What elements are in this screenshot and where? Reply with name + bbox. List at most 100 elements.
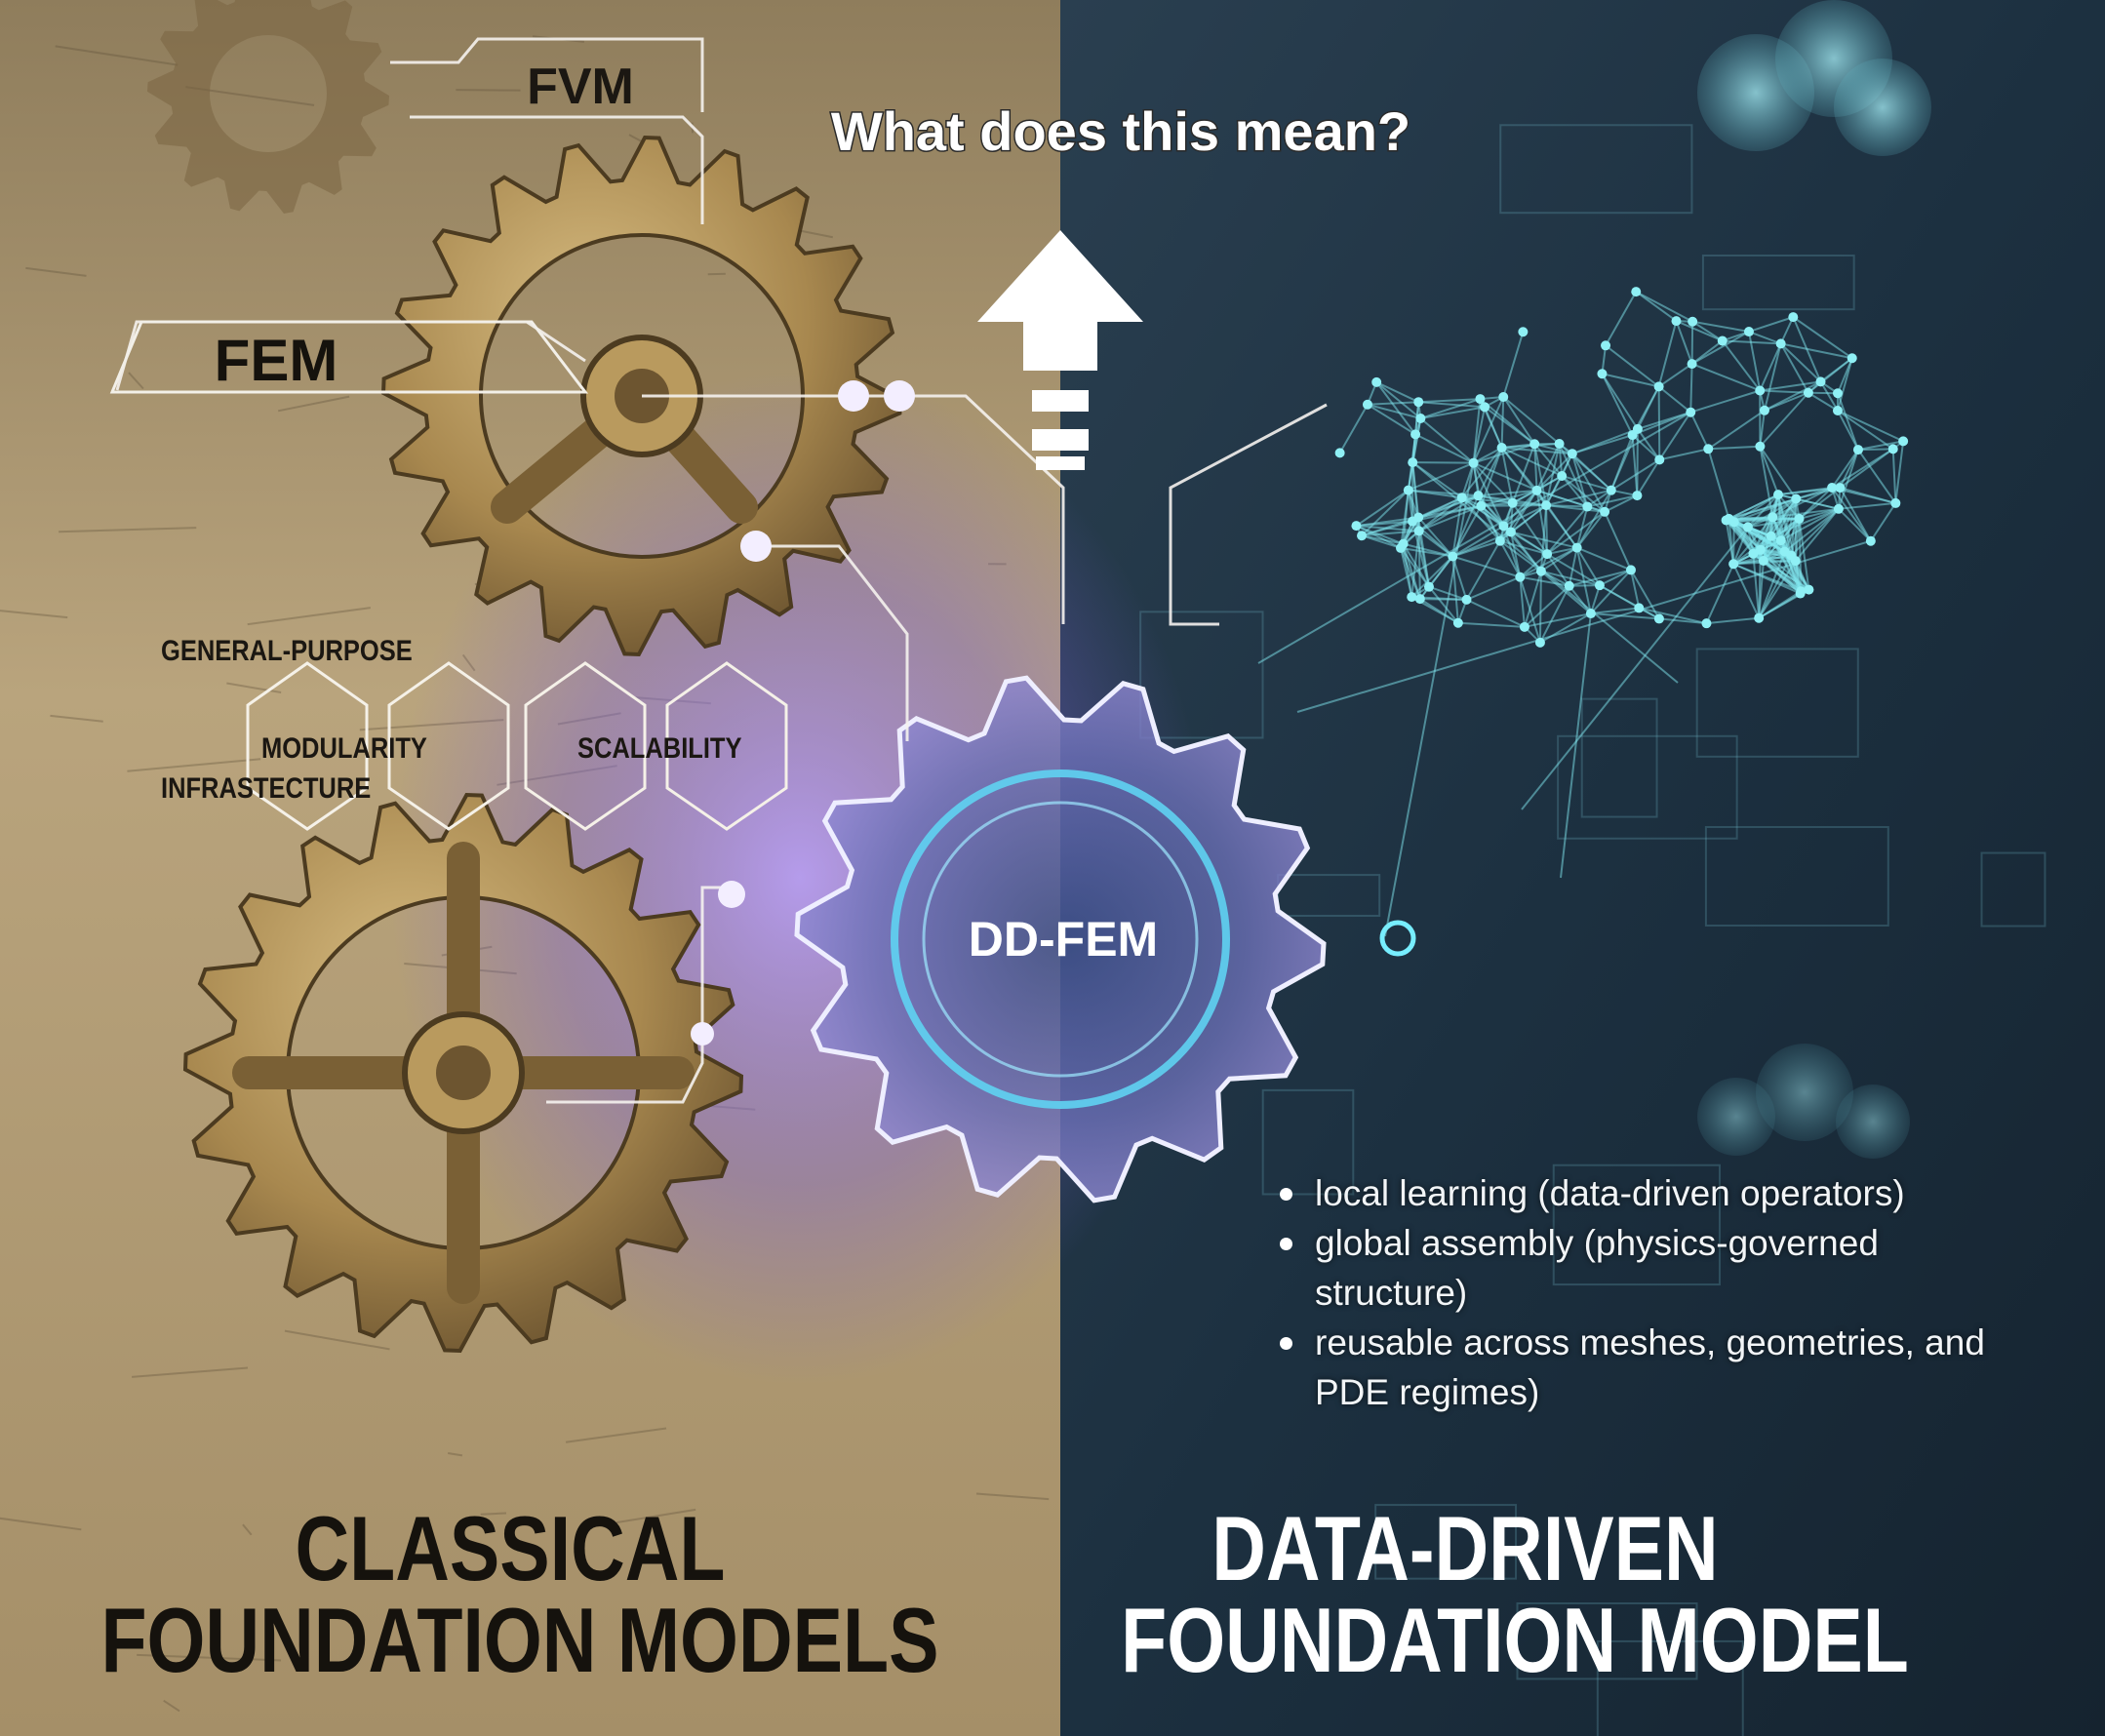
network-edge — [1657, 320, 1678, 387]
network-edge — [1691, 363, 1761, 392]
network-edge — [1599, 584, 1640, 610]
network-edge — [1831, 487, 1872, 542]
network-edge — [1691, 320, 1750, 334]
network-edge — [1503, 504, 1547, 528]
network-edge — [1355, 525, 1402, 549]
network-edge — [1375, 381, 1422, 419]
network-edge — [1367, 403, 1421, 419]
network-node — [1414, 594, 1425, 605]
network-node — [1865, 535, 1876, 546]
network-node — [1413, 526, 1424, 536]
network-edge — [1590, 569, 1632, 614]
network-edge — [1428, 555, 1454, 588]
network-node — [1625, 565, 1636, 575]
network-edge — [1763, 343, 1782, 412]
dashboard-panel — [1701, 255, 1855, 311]
network-node — [1408, 457, 1418, 468]
sketch-line — [163, 1699, 180, 1713]
data-driven-title-line1: DATA-DRIVEN — [1211, 1498, 1718, 1600]
network-edge — [1748, 316, 1794, 333]
network-node — [1541, 500, 1552, 511]
network-node — [1334, 448, 1345, 458]
network-edge — [1792, 316, 1853, 360]
network-node — [1410, 429, 1421, 440]
network-node — [1468, 457, 1479, 468]
network-node — [1743, 327, 1754, 337]
modularity-label: MODULARITY — [261, 731, 427, 764]
network-node — [1632, 491, 1643, 501]
sketch-line — [616, 1508, 696, 1524]
network-edge — [1457, 621, 1526, 628]
network-edge — [1602, 373, 1659, 388]
network-node — [1728, 559, 1739, 570]
fem-label: FEM — [215, 328, 338, 393]
network-node — [1898, 436, 1909, 447]
network-edge — [1520, 575, 1569, 587]
network-edge — [1410, 555, 1453, 598]
network-edge — [1721, 339, 1762, 392]
network-edge — [1418, 398, 1481, 404]
network-edge — [1338, 404, 1369, 454]
network-edge — [1501, 447, 1563, 477]
network-edge — [1691, 339, 1724, 365]
network-edge — [1473, 461, 1537, 492]
sketch-line — [0, 610, 68, 619]
sketch-line — [55, 45, 179, 66]
network-node — [1748, 548, 1759, 559]
network-edge — [1466, 598, 1526, 628]
network-edge — [1599, 569, 1632, 587]
network-edge — [1575, 547, 1592, 614]
fvm-label: FVM — [527, 59, 634, 115]
network-node — [1788, 312, 1799, 323]
network-edge — [1473, 443, 1535, 464]
dashboard-panel — [1277, 874, 1381, 918]
network-node — [1371, 376, 1382, 387]
network-node — [1796, 586, 1807, 597]
sketch-line — [137, 1653, 282, 1662]
network-node — [1448, 551, 1458, 562]
network-edge — [1838, 508, 1872, 542]
network-edge — [1400, 547, 1430, 588]
network-edge — [1400, 547, 1413, 598]
network-edge — [1658, 385, 1691, 414]
gear-axle — [436, 1046, 491, 1100]
network-edge — [1418, 530, 1453, 558]
network-node — [1518, 327, 1529, 337]
network-edge — [1367, 403, 1416, 436]
network-edge — [1636, 458, 1661, 496]
neural-brain-icon — [1257, 287, 1909, 937]
network-edge — [1819, 357, 1853, 383]
network-edge — [1635, 291, 1678, 322]
hexagon-frame — [665, 661, 788, 831]
network-edge — [1417, 496, 1463, 519]
hexagon-frame — [387, 661, 510, 831]
network-edge — [1536, 489, 1588, 508]
network-edge — [1831, 449, 1859, 489]
network-node — [1351, 521, 1362, 532]
network-node — [1686, 407, 1696, 417]
network-node — [1415, 414, 1426, 424]
network-edge — [1561, 475, 1589, 508]
network-node — [1542, 549, 1553, 560]
network-edge — [1837, 410, 1904, 443]
network-edge — [1417, 531, 1430, 587]
network-edge — [1480, 505, 1501, 542]
network-edge — [1675, 320, 1693, 365]
network-edge — [1501, 447, 1572, 455]
network-node — [1759, 405, 1769, 415]
network-edge — [1639, 607, 1707, 625]
network-node — [1413, 512, 1424, 523]
cloud-icon — [1697, 0, 1931, 156]
network-edge — [1708, 445, 1761, 451]
network-edge — [1831, 448, 1894, 489]
network-edge — [1524, 585, 1570, 628]
network-edge — [1521, 526, 1749, 810]
network-node — [1407, 592, 1417, 603]
network-node — [1564, 580, 1574, 591]
network-node — [1597, 369, 1608, 379]
network-edge — [1748, 331, 1782, 345]
hexagon-frame — [246, 661, 369, 831]
dashboard-panel — [1552, 1164, 1721, 1286]
network-edge — [1576, 546, 1632, 572]
network-edge — [1604, 511, 1632, 571]
